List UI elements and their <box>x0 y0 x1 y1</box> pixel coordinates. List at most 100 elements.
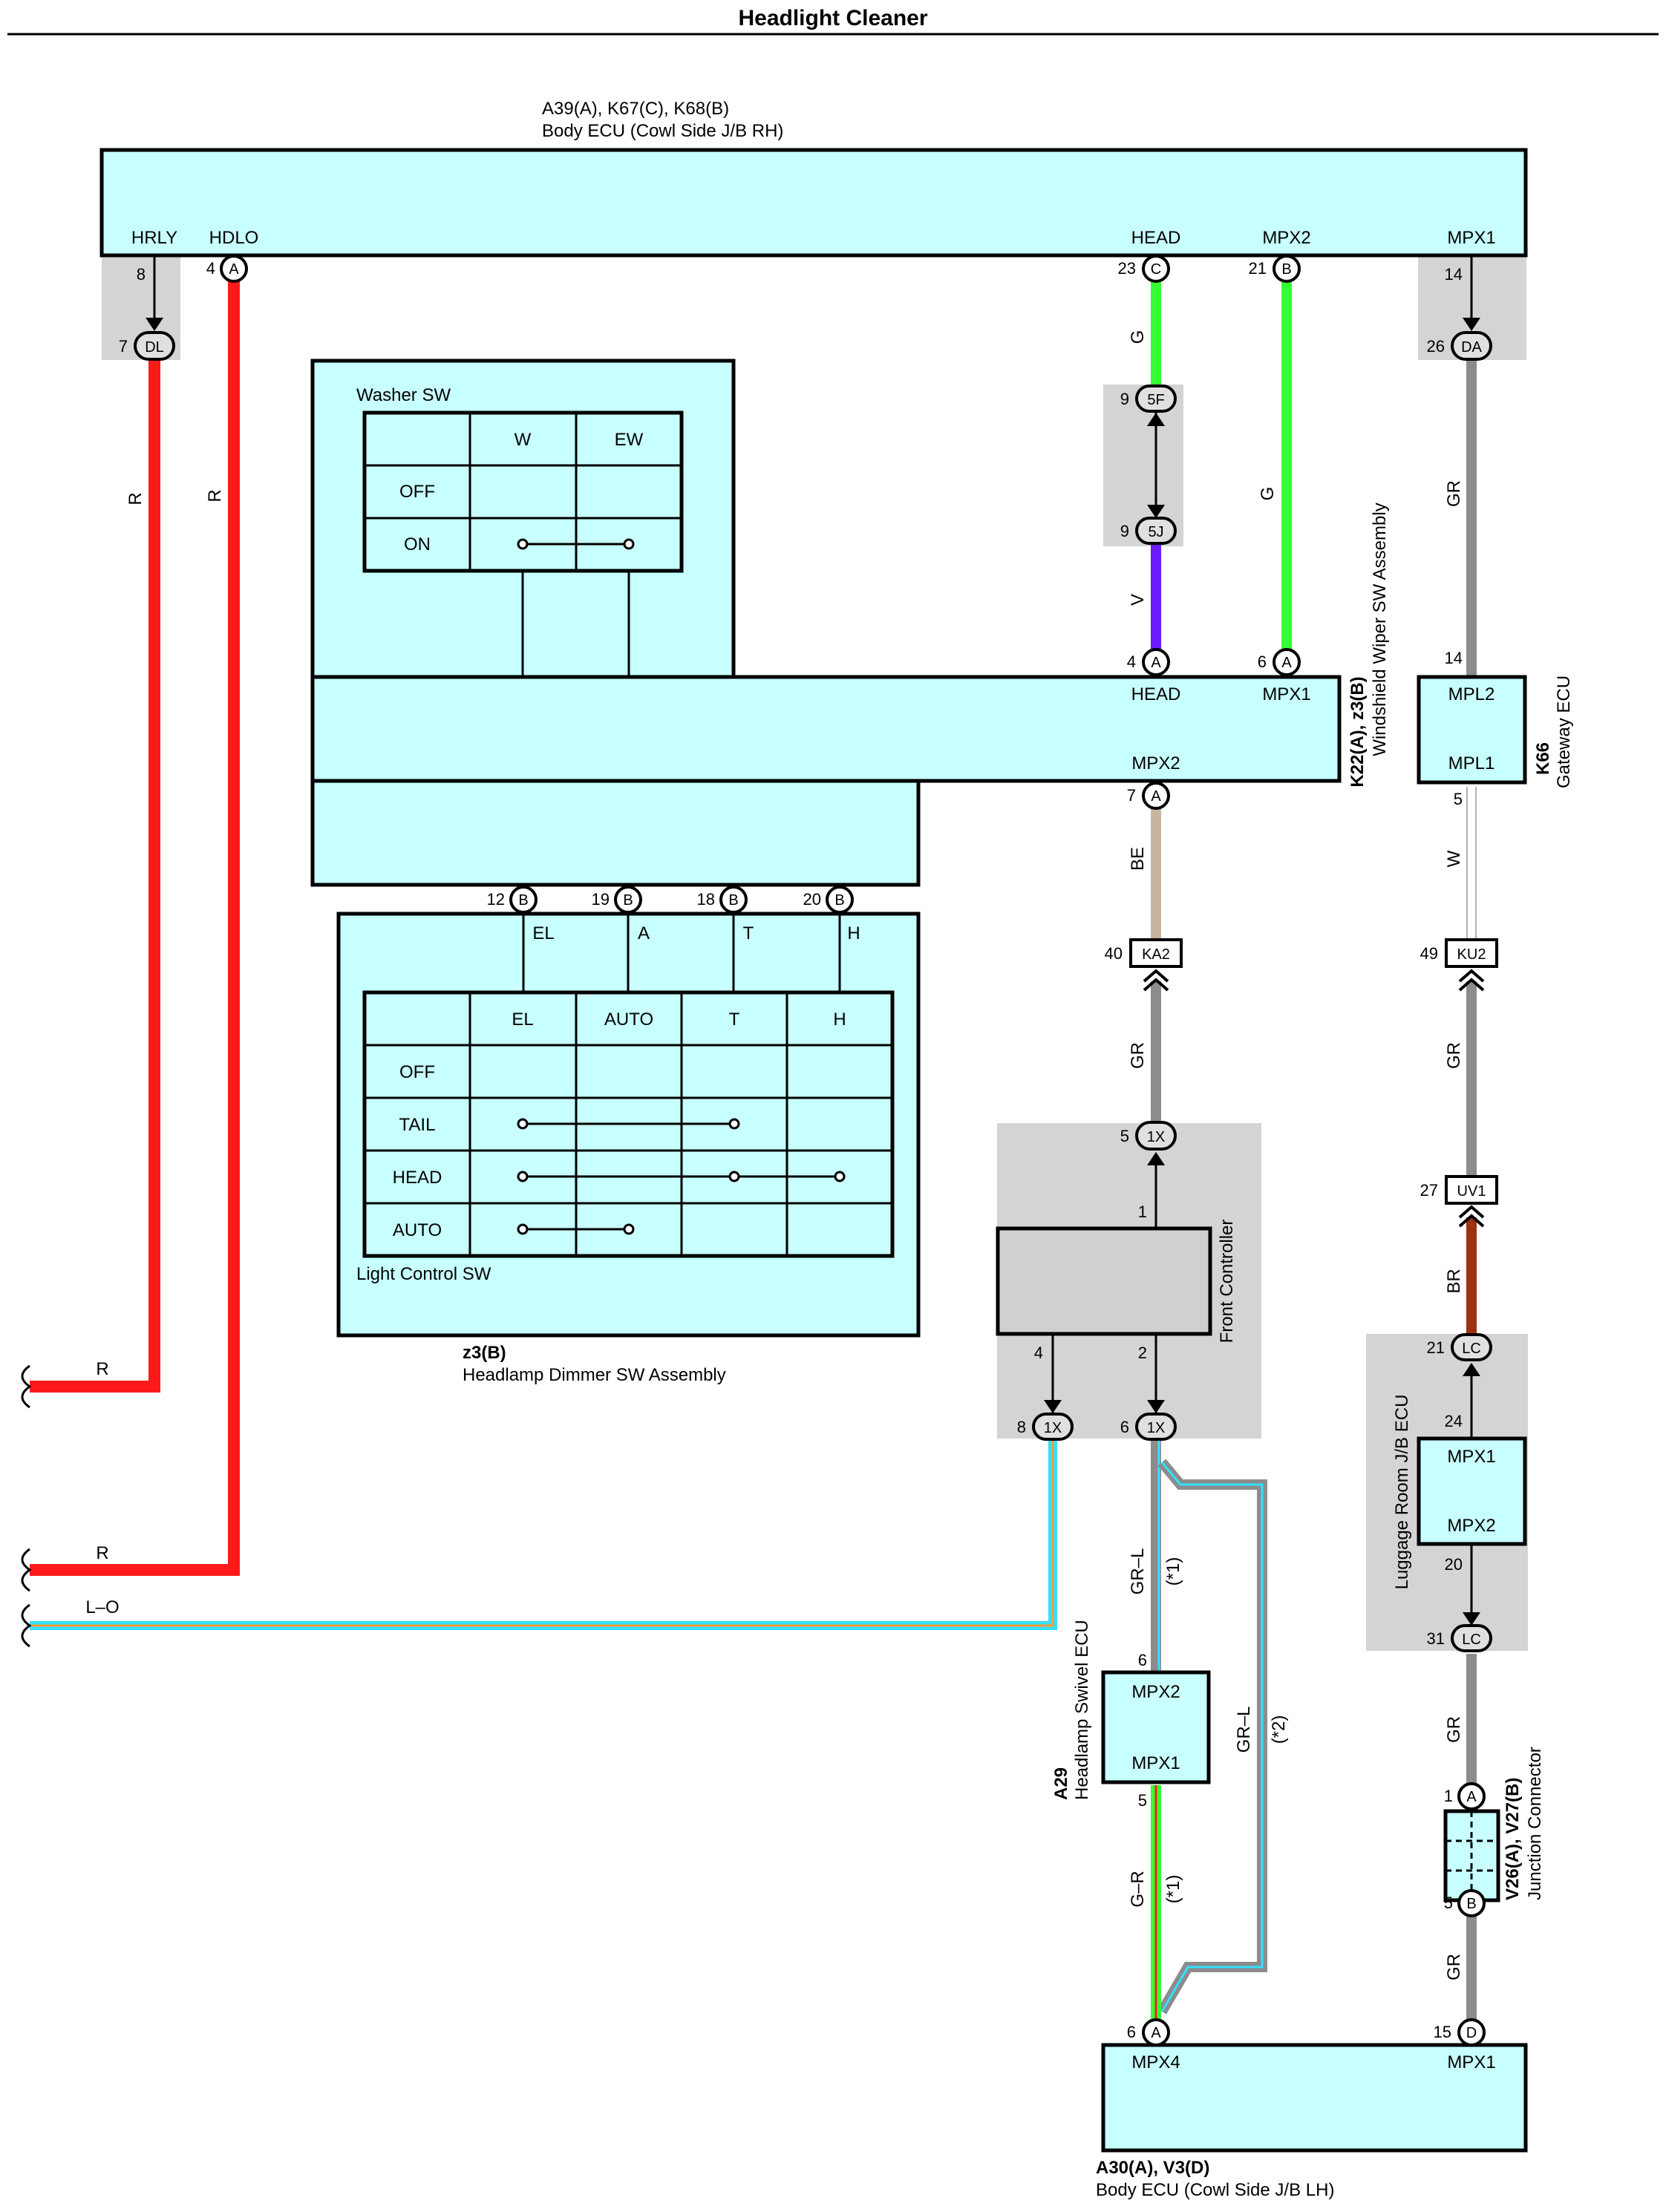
svg-text:B: B <box>1281 261 1291 278</box>
washer-col-w: W <box>514 430 532 450</box>
body-lh-terminal-mpx4: MPX4 <box>1131 2052 1180 2072</box>
front-controller-name: Front Controller <box>1217 1220 1237 1344</box>
light-col-h: H <box>833 1010 846 1030</box>
connector-b-mpx2 <box>1273 255 1301 283</box>
connector-1x-5 <box>1135 1121 1177 1151</box>
terminal-mpx2: MPX2 <box>1262 228 1310 248</box>
gateway-code: K66 <box>1533 742 1553 775</box>
svg-text:14: 14 <box>1445 649 1463 667</box>
svg-text:1: 1 <box>1444 1787 1453 1805</box>
connector-1x-6 <box>1135 1413 1177 1441</box>
wire-label-gr3: GR <box>1128 1042 1148 1069</box>
terminal-hrly: HRLY <box>131 228 177 248</box>
luggage-room-ecu <box>1417 1436 1527 1546</box>
dimmer-terminal-el: EL <box>532 923 554 943</box>
light-row-auto: AUTO <box>393 1220 442 1240</box>
svg-text:6: 6 <box>1138 1651 1147 1669</box>
body-ecu-lh-name: Body ECU (Cowl Side J/B LH) <box>1096 2180 1334 2200</box>
wire-label-gr5: GR <box>1444 1716 1464 1743</box>
pin-21: 21 <box>1249 259 1267 278</box>
connector-b-19 <box>614 886 642 914</box>
wire-lo <box>30 1427 1057 1630</box>
svg-text:C: C <box>1151 261 1161 278</box>
wire-label-g2: G <box>1258 487 1278 501</box>
svg-text:4: 4 <box>1034 1344 1043 1362</box>
svg-text:LC: LC <box>1462 1341 1481 1357</box>
svg-text:2: 2 <box>1138 1344 1147 1362</box>
svg-text:KA2: KA2 <box>1142 946 1170 963</box>
pin-7: 7 <box>119 337 128 356</box>
swivel-code: A29 <box>1051 1767 1071 1800</box>
washer-sw-label: Washer SW <box>356 385 451 405</box>
connector-a-wiper-head <box>1142 648 1170 676</box>
svg-text:B: B <box>623 892 633 909</box>
terminal-head: HEAD <box>1131 228 1181 248</box>
svg-text:A: A <box>1151 788 1161 805</box>
light-control-sw-table <box>362 990 895 1258</box>
connector-1x-8 <box>1032 1413 1074 1441</box>
wiper-sw-lower <box>310 779 921 887</box>
svg-text:B: B <box>518 892 528 909</box>
svg-text:6: 6 <box>1120 1418 1129 1436</box>
svg-text:49: 49 <box>1420 944 1438 963</box>
connector-lc-21 <box>1451 1333 1492 1361</box>
wire-label-gr6: GR <box>1444 1954 1464 1980</box>
body-ecu-lh <box>1101 2043 1528 2153</box>
svg-text:5J: 5J <box>1148 524 1163 540</box>
wiper-terminal-head: HEAD <box>1131 684 1181 704</box>
wire-r-hrly <box>30 352 160 1393</box>
svg-text:B: B <box>728 892 738 909</box>
light-col-t: T <box>729 1010 740 1030</box>
dimmer-terminal-h: H <box>847 923 860 943</box>
wire-label-r3: R <box>96 1359 108 1379</box>
svg-text:LC: LC <box>1462 1632 1481 1648</box>
front-controller <box>996 1226 1212 1336</box>
svg-text:8: 8 <box>1017 1418 1026 1436</box>
dimmer-terminal-t: T <box>743 923 754 943</box>
svg-text:4: 4 <box>1127 652 1136 671</box>
svg-text:27: 27 <box>1420 1181 1438 1200</box>
svg-text:18: 18 <box>697 890 715 909</box>
svg-text:D: D <box>1466 2025 1477 2041</box>
wire-label-grl1: GR–L <box>1128 1548 1148 1595</box>
washer-row-off: OFF <box>399 482 435 502</box>
connector-dl-label: DL <box>145 339 164 356</box>
body-ecu-lh-code: A30(A), V3(D) <box>1096 2158 1209 2178</box>
light-row-head: HEAD <box>393 1168 442 1188</box>
pin-23: 23 <box>1118 259 1136 278</box>
svg-text:5: 5 <box>1454 790 1463 808</box>
wire-note-1: (*1) <box>1163 1557 1183 1586</box>
terminal-hdlo: HDLO <box>209 228 259 248</box>
connector-da <box>1451 331 1492 361</box>
body-ecu-rh-name: Body ECU (Cowl Side J/B RH) <box>542 121 783 141</box>
junction-name: Junction Connector <box>1525 1747 1545 1900</box>
connector-b-20 <box>826 886 854 914</box>
wire-label-r4: R <box>96 1543 108 1563</box>
junction-code: V26(A), V27(B) <box>1503 1778 1523 1900</box>
svg-text:6: 6 <box>1127 2023 1136 2041</box>
svg-text:19: 19 <box>592 890 610 909</box>
connector-d-body-lh <box>1457 2018 1486 2046</box>
headlamp-swivel-ecu <box>1101 1670 1211 1784</box>
terminal-mpx1: MPX1 <box>1447 228 1495 248</box>
svg-text:A: A <box>1151 655 1161 671</box>
pin-14: 14 <box>1445 265 1463 284</box>
body-ecu-rh <box>99 148 1528 258</box>
svg-text:DA: DA <box>1461 339 1482 356</box>
wire-label-gr4: GR <box>1444 1042 1464 1069</box>
wire-note-2: (*2) <box>1269 1715 1289 1744</box>
connector-c-head <box>1142 255 1170 283</box>
connector-dl <box>134 331 175 361</box>
wire-label-gr-r: G–R <box>1128 1871 1148 1907</box>
wire-r-hdlo <box>30 278 240 1576</box>
wire-label-grl2: GR–L <box>1234 1707 1254 1753</box>
svg-text:40: 40 <box>1105 944 1123 963</box>
swivel-terminal-mpx1: MPX1 <box>1131 1753 1180 1773</box>
svg-text:5: 5 <box>1120 1127 1129 1145</box>
wire-label-gr1: GR <box>1444 480 1464 507</box>
svg-text:7: 7 <box>1127 786 1136 805</box>
wiper-sw-code: K22(A), z3(B) <box>1348 676 1368 787</box>
svg-text:B: B <box>834 892 844 909</box>
svg-text:1X: 1X <box>1147 1129 1165 1145</box>
